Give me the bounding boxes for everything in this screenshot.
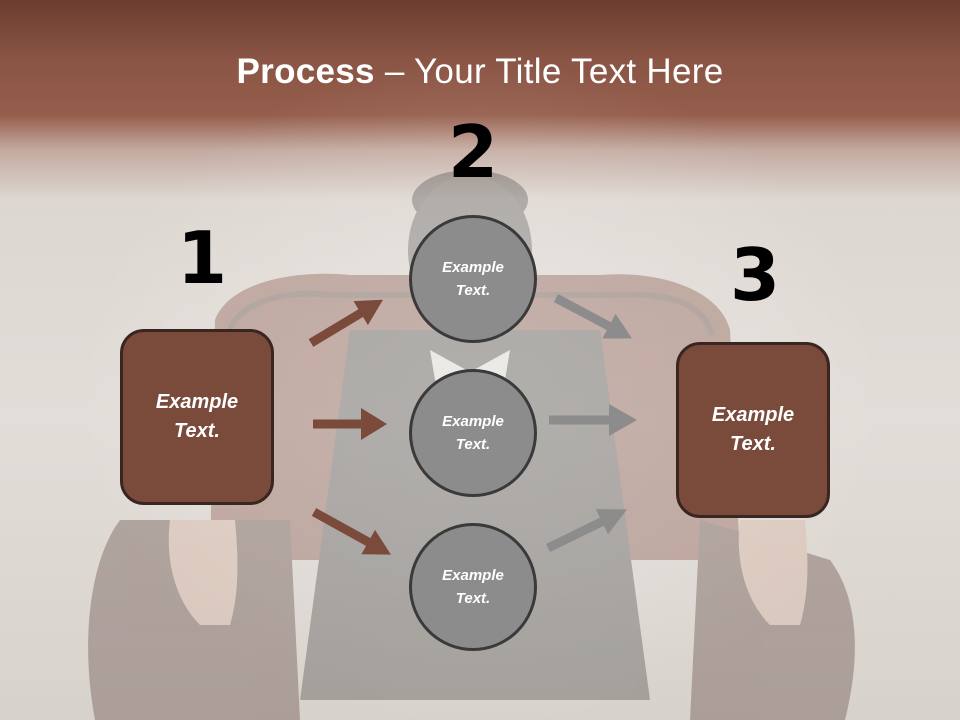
- arrow-to-circle-top: [308, 299, 384, 347]
- circle-top-line2: Text.: [455, 282, 491, 299]
- circle-bottom[interactable]: Example Text.: [409, 523, 537, 651]
- circle-middle-line2: Text.: [455, 436, 491, 453]
- step-box-3-line2: Text.: [730, 433, 776, 455]
- step-number-2: 2: [448, 110, 499, 194]
- arrow-from-circle-bottom: [546, 509, 628, 553]
- step-box-3[interactable]: Example Text.: [676, 342, 830, 518]
- arrow-to-circle-middle: [313, 408, 387, 440]
- circle-middle-line1: Example: [442, 413, 504, 430]
- title-rest: – Your Title Text Here: [374, 52, 724, 91]
- circle-top[interactable]: Example Text.: [409, 215, 537, 343]
- step-number-1: 1: [177, 216, 228, 300]
- step-box-1[interactable]: Example Text.: [120, 329, 274, 505]
- step-box-1-line2: Text.: [174, 420, 220, 442]
- step-box-3-line1: Example: [711, 404, 795, 426]
- step-number-3: 3: [730, 233, 781, 317]
- arrow-from-circle-middle: [549, 404, 637, 436]
- step-box-1-line1: Example: [155, 391, 239, 413]
- circle-top-line1: Example: [442, 259, 504, 276]
- arrow-from-circle-top: [553, 294, 632, 339]
- circle-bottom-line1: Example: [442, 567, 504, 584]
- arrow-to-circle-bottom: [311, 508, 391, 555]
- title-bold: Process: [236, 52, 375, 91]
- page-title: Process – Your Title Text Here: [0, 52, 960, 92]
- circle-bottom-line2: Text.: [455, 590, 491, 607]
- circle-middle[interactable]: Example Text.: [409, 369, 537, 497]
